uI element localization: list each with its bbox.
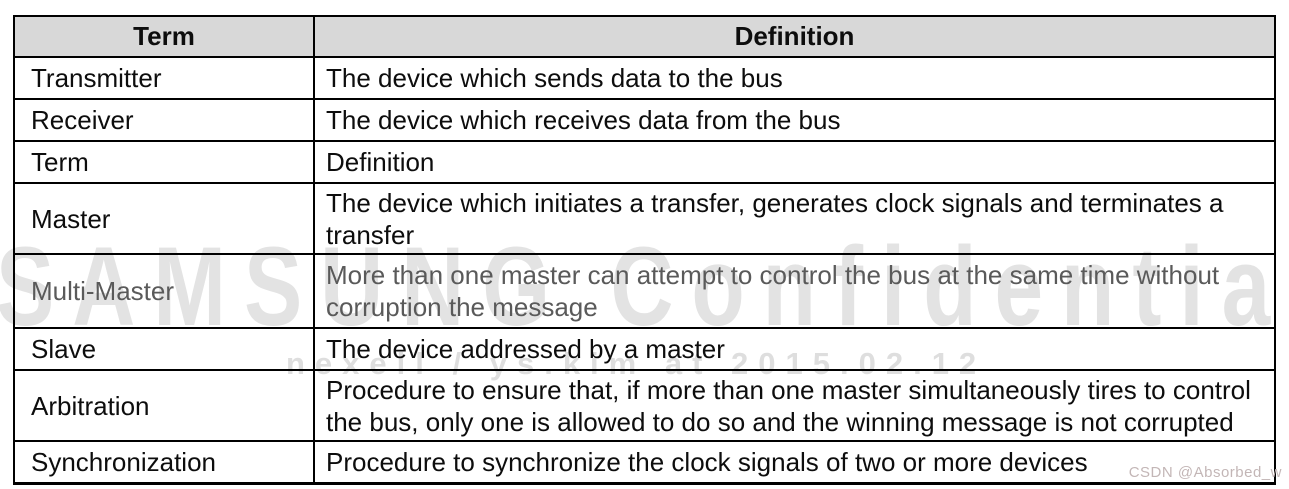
definition-cell: The device which receives data from the … [313, 98, 1276, 142]
csdn-watermark: CSDN @Absorbed_w [1128, 464, 1282, 481]
term-cell: Master [13, 182, 315, 255]
term-cell: Term [13, 140, 315, 184]
definition-cell: The device which sends data to the bus [313, 56, 1276, 100]
term-cell: Synchronization [13, 440, 315, 485]
term-column-header: Term [13, 15, 315, 58]
definition-cell: Definition [313, 140, 1276, 184]
term-cell: Multi-Master [13, 253, 315, 329]
table-header-row: Term Definition [13, 15, 1276, 58]
definition-cell: More than one master can attempt to cont… [313, 253, 1276, 329]
definition-cell: Procedure to synchronize the clock signa… [313, 440, 1276, 485]
term-cell: Receiver [13, 98, 315, 142]
term-cell: Slave [13, 327, 315, 371]
definition-column-header: Definition [313, 15, 1276, 58]
definition-cell: The device which initiates a transfer, g… [313, 182, 1276, 255]
definition-cell: The device addressed by a master [313, 327, 1276, 371]
term-cell: Transmitter [13, 56, 315, 100]
term-cell: Arbitration [13, 369, 315, 442]
definition-cell: Procedure to ensure that, if more than o… [313, 369, 1276, 442]
